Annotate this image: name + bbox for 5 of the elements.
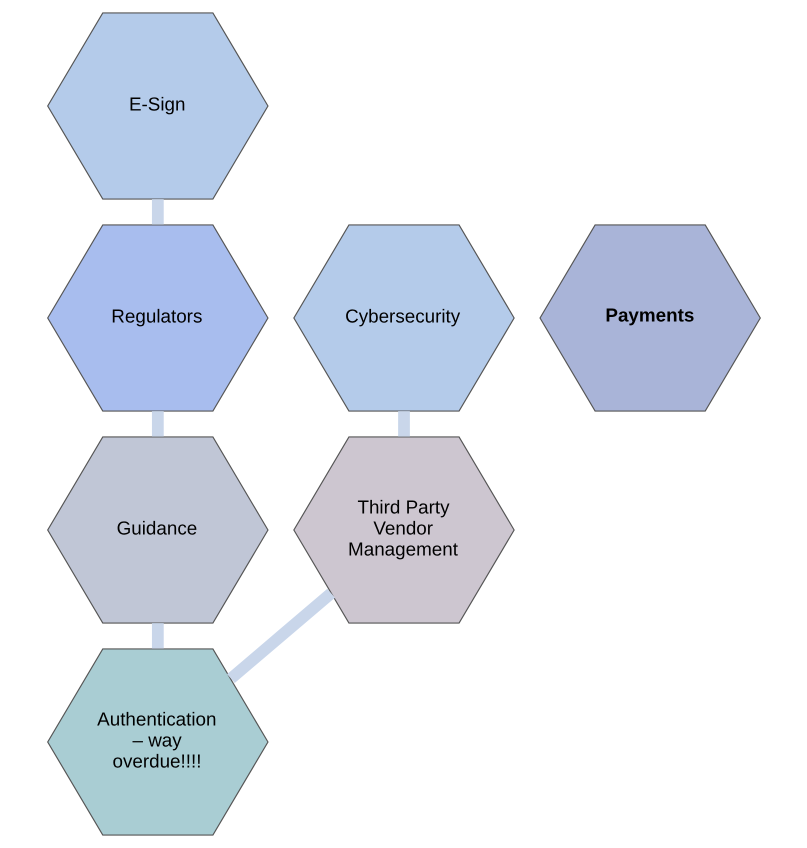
- connector: [151, 623, 164, 649]
- connector: [151, 411, 164, 437]
- connector: [398, 411, 410, 437]
- connector: [226, 588, 334, 684]
- connector: [151, 199, 164, 225]
